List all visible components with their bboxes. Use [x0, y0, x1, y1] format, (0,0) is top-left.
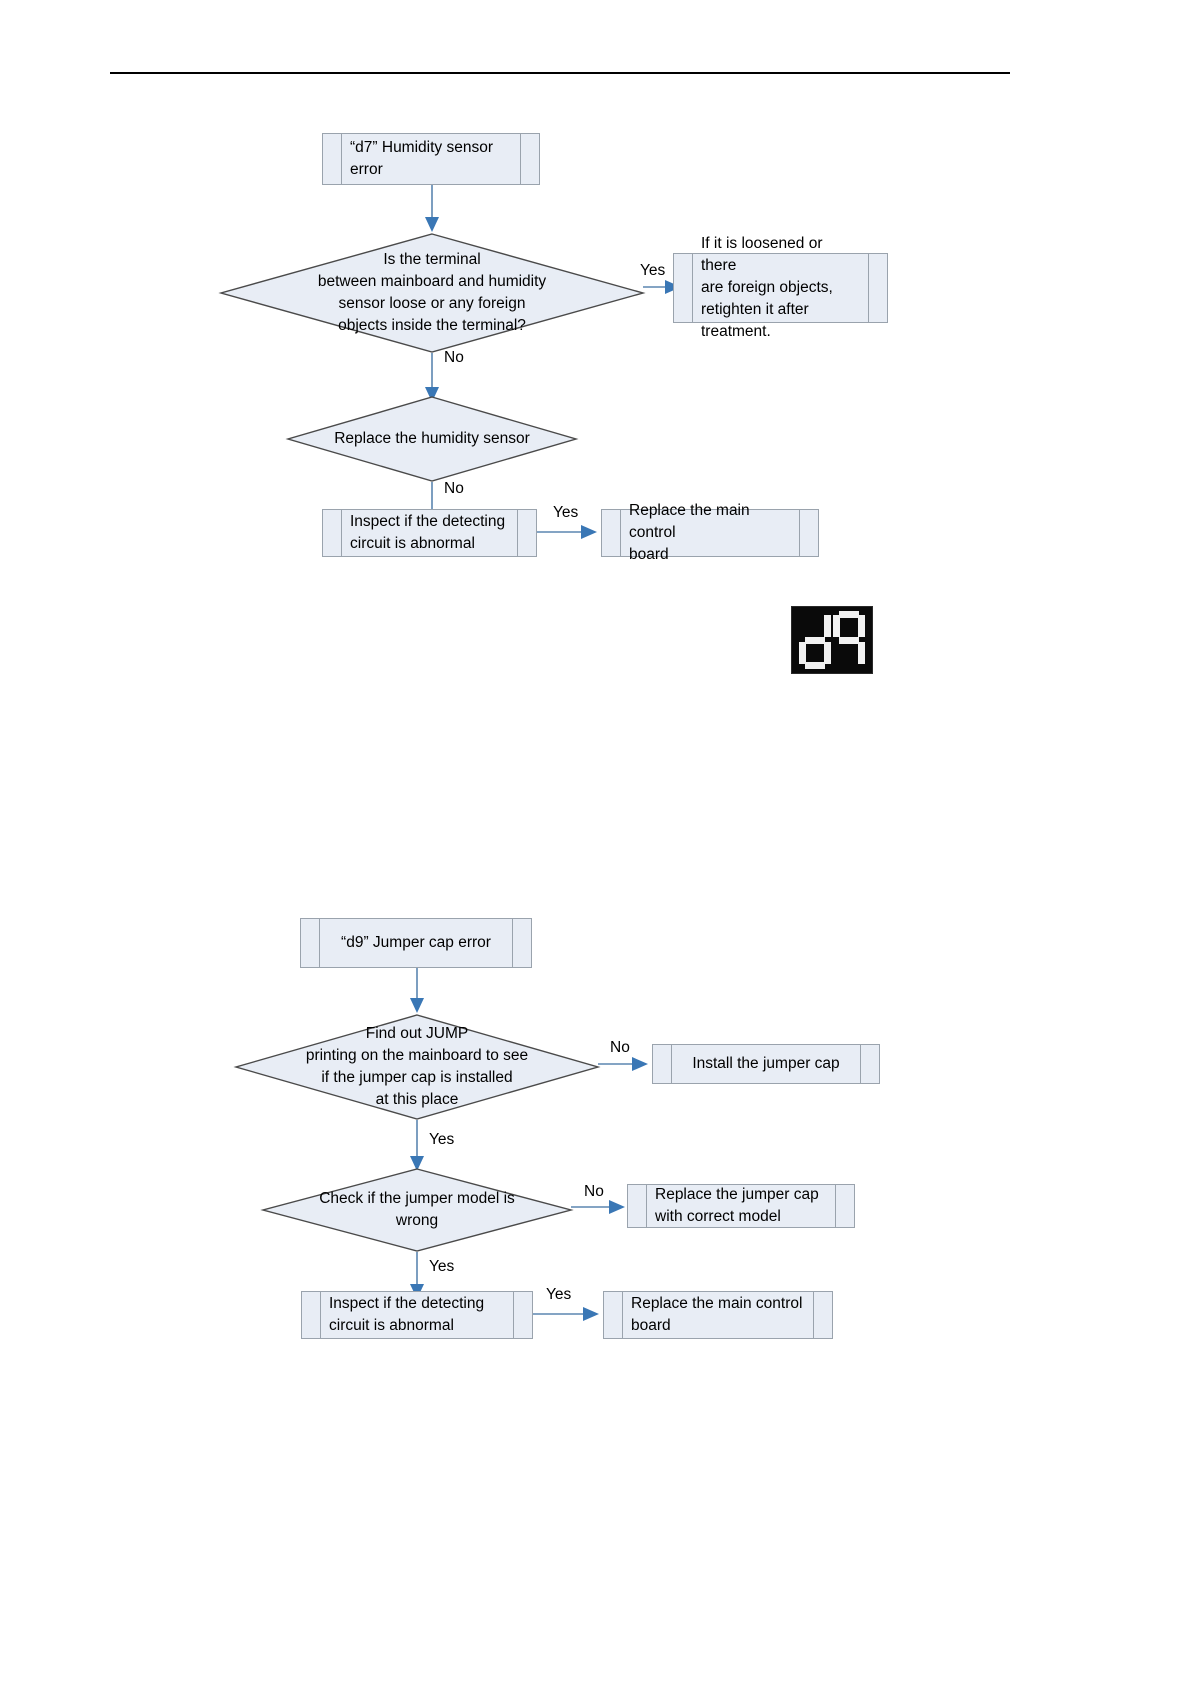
diamond-shape	[218, 233, 646, 353]
box-gutter-left	[301, 919, 320, 967]
box-gutter-right	[813, 1292, 832, 1338]
node-label: “d7” Humidity sensor error	[350, 139, 493, 178]
edge-label-d9-yes-findjump: Yes	[429, 1131, 455, 1148]
segment-d	[839, 662, 859, 669]
node-label: Replace the jumper cap with correct mode…	[655, 1186, 819, 1225]
seven-segment-display	[791, 606, 873, 674]
led-digit-d	[798, 611, 832, 669]
edge-label-d9-yes-model: Yes	[429, 1258, 455, 1275]
node-d7-decision-replace-sensor: Replace the humidity sensor	[285, 396, 579, 482]
diamond-shape	[285, 396, 579, 482]
edge-label-d9-yes-inspect: Yes	[546, 1286, 572, 1303]
edge-label-d9-no-findjump: No	[610, 1039, 630, 1056]
node-d9-action-replace-board: Replace the main control board	[603, 1291, 833, 1339]
node-label: Replace the main control board	[631, 1295, 803, 1334]
segment-f	[799, 615, 806, 637]
node-d9-action-install-cap: Install the jumper cap	[652, 1044, 880, 1084]
box-gutter-right	[512, 919, 531, 967]
node-d7-action-retighten: If it is loosened or there are foreign o…	[673, 235, 888, 340]
node-d9-decision-find-jump: Find out JUMP printing on the mainboard …	[233, 1014, 601, 1120]
diamond-shape	[260, 1168, 574, 1252]
box-gutter-right	[513, 1292, 532, 1338]
node-label: Install the jumper cap	[692, 1055, 840, 1072]
segment-e	[799, 642, 806, 664]
diamond-shape	[233, 1014, 601, 1120]
node-d9-action-inspect-circuit: Inspect if the detecting circuit is abno…	[301, 1291, 533, 1339]
connector-d9-model-no	[571, 1200, 625, 1214]
node-d9-decision-model-wrong: Check if the jumper model is wrong	[260, 1168, 574, 1252]
box-gutter-left	[674, 254, 693, 322]
box-gutter-left	[604, 1292, 623, 1338]
box-gutter-left	[323, 510, 342, 556]
box-gutter-right	[517, 510, 536, 556]
edge-label-d7-yes-terminal: Yes	[640, 262, 666, 279]
node-d9-start: “d9” Jumper cap error	[300, 918, 532, 968]
box-gutter-left	[653, 1045, 672, 1083]
segment-g	[805, 637, 825, 644]
box-gutter-right	[799, 510, 818, 556]
connector-d7-terminal-no	[425, 353, 439, 402]
edge-label-d7-yes-inspect: Yes	[553, 504, 579, 521]
box-gutter-left	[302, 1292, 321, 1338]
box-gutter-right	[520, 134, 539, 184]
segment-b	[858, 615, 865, 637]
segment-d	[805, 662, 825, 669]
led-digit-9	[832, 611, 866, 669]
node-d7-action-inspect-circuit: Inspect if the detecting circuit is abno…	[322, 509, 537, 557]
node-d7-start: “d7” Humidity sensor error	[322, 133, 540, 185]
box-gutter-right	[860, 1045, 879, 1083]
box-gutter-right	[835, 1185, 854, 1227]
segment-g	[839, 637, 859, 644]
segment-c	[858, 642, 865, 664]
segment-c	[824, 642, 831, 664]
node-label: Replace the main control board	[629, 502, 750, 563]
connector-d9-start-to-find-jump	[410, 968, 424, 1013]
node-label: Inspect if the detecting circuit is abno…	[329, 1295, 485, 1334]
box-gutter-right	[868, 254, 887, 322]
box-gutter-left	[628, 1185, 647, 1227]
box-gutter-left	[602, 510, 621, 556]
edge-label-d7-no-terminal: No	[444, 349, 464, 366]
edge-label-d7-no-sensor: No	[444, 480, 464, 497]
connector-d7-inspect-yes	[537, 525, 597, 539]
segment-b	[824, 615, 831, 637]
node-d7-action-replace-board: Replace the main control board	[601, 502, 819, 563]
node-label: “d9” Jumper cap error	[341, 934, 491, 951]
connector-d9-findjump-no	[598, 1057, 648, 1071]
node-label: Inspect if the detecting circuit is abno…	[350, 513, 506, 552]
segment-f	[833, 615, 840, 637]
segment-a	[805, 611, 825, 618]
page-header-rule	[110, 72, 1010, 74]
node-label: If it is loosened or there are foreign o…	[701, 235, 833, 340]
segment-a	[839, 611, 859, 618]
connector-d9-findjump-yes	[410, 1120, 424, 1171]
connector-d7-start-to-terminal	[425, 185, 439, 232]
box-gutter-left	[323, 134, 342, 184]
node-d9-action-replace-cap: Replace the jumper cap with correct mode…	[627, 1184, 855, 1228]
edge-label-d9-no-model: No	[584, 1183, 604, 1200]
node-d7-decision-terminal: Is the terminal between mainboard and hu…	[218, 233, 646, 353]
connector-d9-inspect-yes	[533, 1307, 599, 1321]
segment-e	[833, 642, 840, 664]
